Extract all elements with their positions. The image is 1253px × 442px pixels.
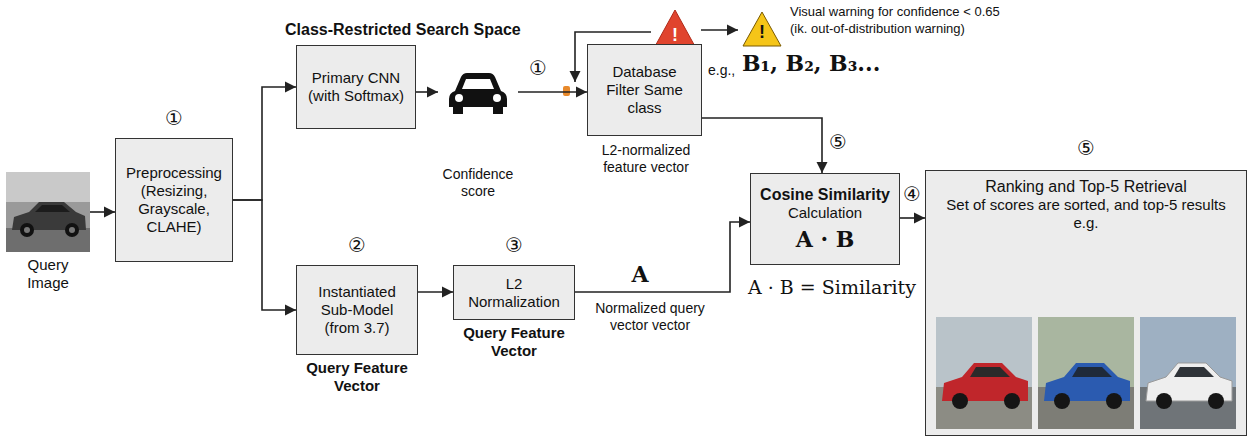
formula: A · B = Similarity [748, 276, 916, 299]
node-caption: Query Feature Vector [453, 324, 575, 360]
retrieval-box: Ranking and Top-5 RetrievalSet of scores… [925, 170, 1247, 436]
similarity-box: Cosine SimilarityCalculation A · B [750, 173, 900, 265]
node-text: Instantiated Sub-Model (from 3.7) [303, 283, 411, 337]
result-photos [936, 317, 1236, 429]
node-text: Cosine Similarity [760, 185, 890, 204]
process-box: Primary CNN (with Softmax) [296, 45, 416, 129]
process-box: Preprocessing (Resizing, Grayscale, CLAH… [115, 138, 233, 262]
node-caption: Confidence score [438, 166, 518, 200]
car-icon [447, 69, 509, 115]
warning-note: (ik. out-of-distribution warning) [790, 21, 965, 37]
node-text: Set of scores are sorted, and top-5 resu… [932, 196, 1240, 232]
process-box-shape: Instantiated Sub-Model (from 3.7) [296, 265, 418, 355]
edge-label: A [629, 262, 650, 286]
warning-mark: ! [759, 22, 765, 44]
confidence-node: Confidence score [438, 66, 518, 200]
node-text: A · B [796, 226, 855, 252]
callout-number: ② [348, 233, 366, 257]
node-text: Ranking and Top-5 Retrieval [985, 177, 1187, 196]
vector-note: L2-normalized feature vector [588, 142, 704, 176]
callout-number: ① [165, 106, 183, 130]
connector-arrow [90, 211, 115, 213]
connector-arrow [575, 222, 750, 292]
query-image-shape [6, 172, 90, 252]
node-text: Preprocessing (Resizing, Grayscale, CLAH… [122, 164, 226, 236]
node-text: L2 Normalization [460, 275, 568, 311]
process-box: L2 NormalizationQuery Feature Vector [453, 265, 575, 360]
similarity-box-shape: Cosine SimilarityCalculation A · B [750, 173, 900, 265]
query-image: Query Image [6, 172, 90, 292]
result-photo-red [936, 317, 1032, 429]
connector-arrow [702, 118, 822, 173]
example-note: e.g., [708, 62, 735, 79]
node-caption: Query Image [6, 256, 90, 292]
vector-names: B₁, B₂, B₃... [742, 50, 880, 76]
node-caption: Query Feature Vector [296, 359, 418, 395]
result-photo-white [1140, 317, 1236, 429]
process-box-shape: L2 Normalization [453, 265, 575, 320]
vector-note: Normalized query vector vector [592, 300, 708, 334]
callout-number: ⑤ [1077, 136, 1095, 160]
retrieval-box-shape: Ranking and Top-5 RetrievalSet of scores… [925, 170, 1247, 436]
warning-note: Visual warning for confidence < 0.65 [790, 4, 1000, 20]
warning-mark: ! [672, 25, 678, 47]
process-box: Instantiated Sub-Model (from 3.7) Query F… [296, 265, 418, 395]
connector-arrow [518, 91, 587, 93]
node-text: Database Filter Same class [594, 63, 695, 117]
process-box-shape: Preprocessing (Resizing, Grayscale, CLAH… [115, 138, 233, 262]
process-box: Database Filter Same class [587, 44, 702, 136]
group-title: Class-Restricted Search Space [285, 20, 521, 39]
connector-arrow [416, 91, 438, 93]
node-text: Primary CNN (with Softmax) [303, 69, 409, 105]
result-photo-blue [1038, 317, 1134, 429]
process-box-shape: Primary CNN (with Softmax) [296, 45, 416, 129]
edge-label: ④ [901, 183, 923, 205]
warning-triangle-yellow [743, 12, 781, 46]
process-box-shape: Database Filter Same class [587, 44, 702, 136]
connector-arrow [233, 200, 296, 310]
warning-arrow [701, 29, 738, 31]
warning-tag [563, 86, 570, 96]
connector-arrow [233, 87, 296, 200]
edge-label: ⑤ [827, 131, 849, 153]
edge-label: ① [527, 57, 549, 79]
node-text: Calculation [788, 204, 862, 222]
callout-number: ③ [505, 233, 523, 257]
connector-arrow [900, 217, 925, 219]
confidence-node-shape [438, 66, 518, 118]
query-photo [6, 172, 90, 252]
connector-arrow [418, 291, 453, 293]
